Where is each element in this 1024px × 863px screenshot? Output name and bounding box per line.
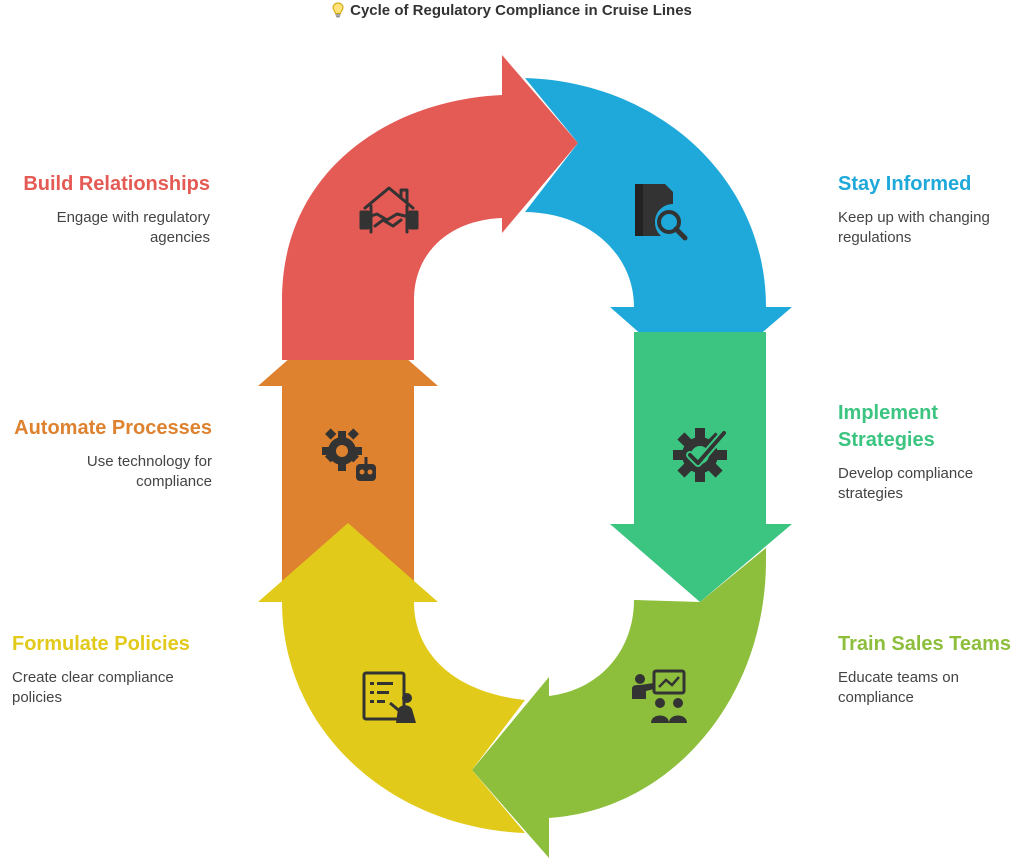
step-description: Create clear compliance policies <box>12 669 174 706</box>
step-train-sales-teams: Train Sales Teams Educate teams on compl… <box>838 631 1024 708</box>
step-description: Use technology for compliance <box>86 453 212 490</box>
presentation-team-icon <box>632 669 687 723</box>
step-automate-processes: Automate Processes Use technology for co… <box>0 415 212 492</box>
step-formulate-policies: Formulate Policies Create clear complian… <box>12 631 212 708</box>
gear-check-icon <box>673 428 728 482</box>
arrow-formulate-policies <box>258 523 525 833</box>
step-stay-informed: Stay Informed Keep up with changing regu… <box>838 171 1023 248</box>
step-description: Educate teams on compliance <box>838 669 959 706</box>
step-heading: Automate Processes <box>14 417 212 439</box>
step-description: Engage with regulatory agencies <box>56 209 210 246</box>
step-heading: Train Sales Teams <box>838 633 1012 655</box>
step-heading: Build Relationships <box>23 173 210 195</box>
lightbulb-icon <box>332 2 344 22</box>
step-heading: Implement Strategies <box>838 402 939 451</box>
diagram-title: Cycle of Regulatory Compliance in Cruise… <box>0 2 1024 22</box>
handshake-house-icon <box>359 186 419 234</box>
policy-writing-icon <box>362 671 416 723</box>
arrow-train-sales-teams <box>472 548 766 858</box>
step-description: Keep up with changing regulations <box>838 209 990 246</box>
step-build-relationships: Build Relationships Engage with regulato… <box>0 171 210 248</box>
arrow-stay-informed <box>525 78 792 386</box>
arrow-build-relationships <box>282 55 578 360</box>
title-text: Cycle of Regulatory Compliance in Cruise… <box>350 2 692 19</box>
step-description: Develop compliance strategies <box>838 465 974 502</box>
step-implement-strategies: Implement Strategies Develop compliance … <box>838 400 1018 504</box>
step-heading: Stay Informed <box>838 173 972 195</box>
gear-robot-icon <box>322 428 376 481</box>
document-search-icon <box>635 184 688 241</box>
step-heading: Formulate Policies <box>12 633 190 655</box>
